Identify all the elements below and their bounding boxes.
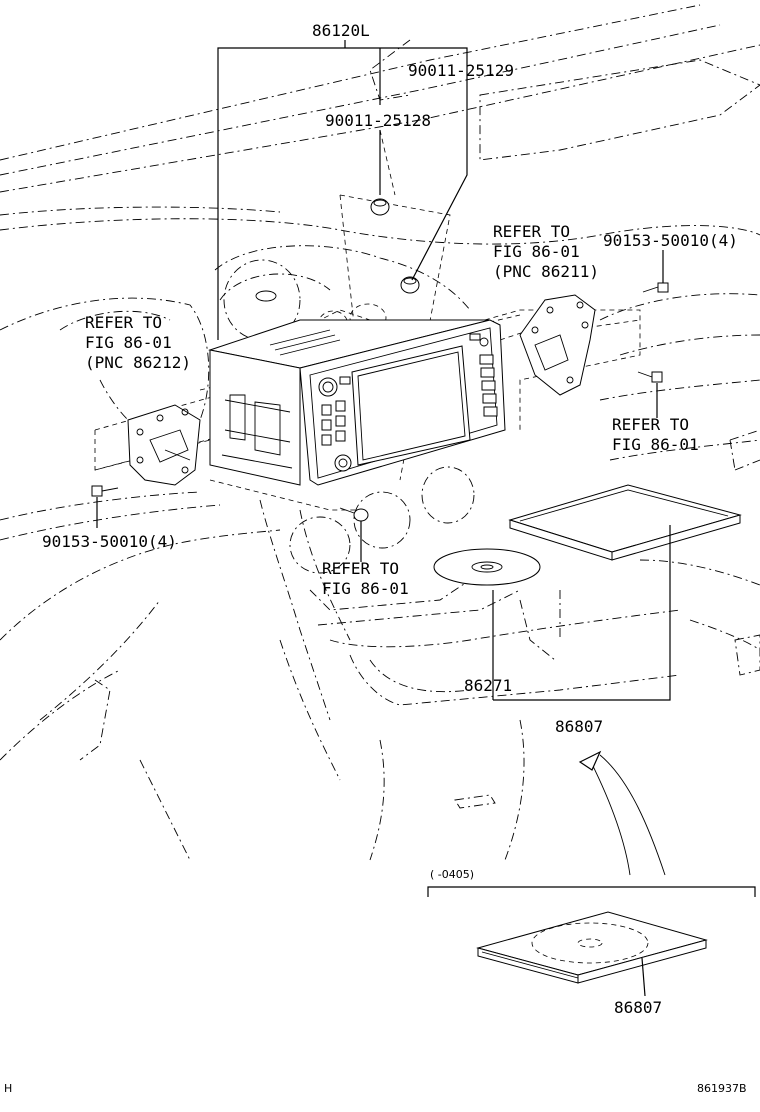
- leader-lines: [96, 40, 756, 997]
- navigation-head-unit: [208, 319, 506, 486]
- label-refer-bolt-2: FIG 86-01: [612, 435, 699, 454]
- dashboard-outline: [0, 4, 760, 861]
- label-90011-25128: 90011-25128: [325, 111, 431, 130]
- label-refer-right-2: FIG 86-01: [493, 242, 580, 261]
- label-refer-bolt-1: REFER TO: [612, 415, 689, 434]
- label-86271: 86271: [464, 676, 512, 695]
- disc-case-86807-sub: [476, 911, 708, 984]
- label-90153-right: 90153-50010(4): [603, 231, 738, 250]
- label-86807-sub: 86807: [614, 998, 662, 1017]
- label-refer-bottom-1: REFER TO: [322, 559, 399, 578]
- label-refer-left-2: FIG 86-01: [85, 333, 172, 352]
- label-refer-right-3: (PNC 86211): [493, 262, 599, 281]
- corner-mark-left: H: [4, 1082, 12, 1095]
- left-bracket: [127, 404, 201, 486]
- clip-90011-25128: [370, 198, 390, 216]
- label-86807-main: 86807: [555, 717, 603, 736]
- disc-case-86807: [508, 484, 742, 561]
- label-refer-bottom-2: FIG 86-01: [322, 579, 409, 598]
- figure-code: 861937B: [697, 1082, 747, 1095]
- bolt-right-lower: [637, 371, 663, 383]
- label-refer-right-1: REFER TO: [493, 222, 570, 241]
- part-labels: 86120L 90011-25129 90011-25128 REFER TO …: [4, 21, 747, 1095]
- label-refer-left-1: REFER TO: [85, 313, 162, 332]
- disc-86271: [433, 548, 541, 586]
- label-90153-left: 90153-50010(4): [42, 532, 177, 551]
- label-date-range: ( -0405): [430, 868, 474, 881]
- label-refer-left-3: (PNC 86212): [85, 353, 191, 372]
- label-90011-25129: 90011-25129: [408, 61, 514, 80]
- bolt-right-upper: [642, 282, 669, 293]
- label-86120L: 86120L: [312, 21, 370, 40]
- clip-90011-25129: [400, 276, 420, 294]
- right-bracket: [519, 294, 596, 396]
- bolt-left: [91, 485, 119, 497]
